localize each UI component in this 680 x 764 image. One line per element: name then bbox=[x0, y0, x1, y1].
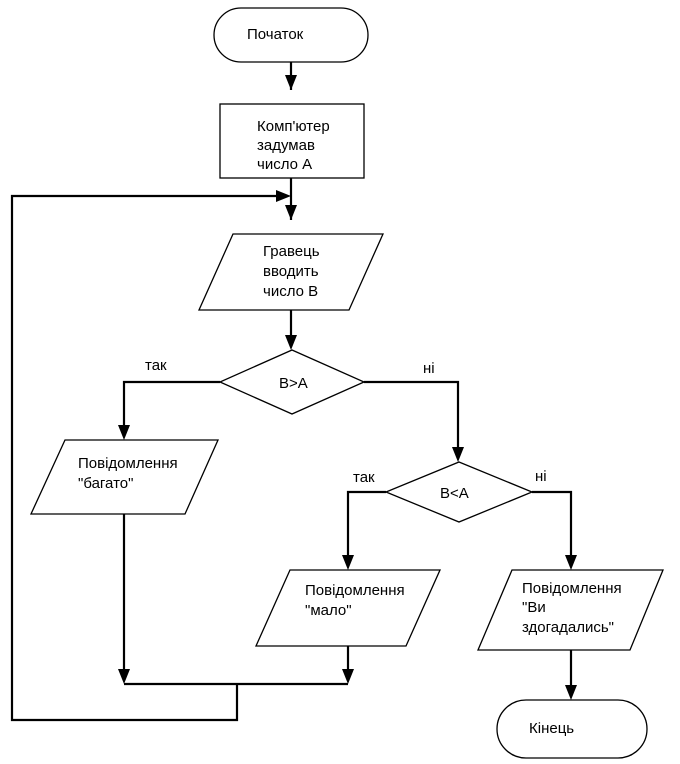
no-label-greater: ні bbox=[423, 360, 435, 377]
start-terminal: Початок bbox=[213, 7, 369, 63]
output-line: Повідомлення bbox=[78, 455, 178, 472]
arrow-head-icon bbox=[276, 190, 291, 202]
arrow-head-icon bbox=[118, 669, 130, 684]
end-label: Кінець bbox=[529, 720, 574, 737]
arrow-heads bbox=[118, 75, 577, 700]
output-guessed: Повідомлення "Ви здогадались" bbox=[477, 569, 664, 651]
decision-greater: В>А bbox=[218, 349, 366, 415]
arrow-head-icon bbox=[342, 669, 354, 684]
arrow-head-icon bbox=[285, 75, 297, 90]
output-too-small: Повідомлення "мало" bbox=[254, 569, 442, 647]
output-line: "багато" bbox=[78, 475, 133, 492]
arrow-head-icon bbox=[118, 425, 130, 440]
yes-label-greater: так bbox=[145, 357, 167, 374]
output-line: "мало" bbox=[305, 602, 352, 619]
input-line: Гравець bbox=[263, 243, 320, 260]
arrow-head-icon bbox=[565, 555, 577, 570]
output-line: Повідомлення bbox=[522, 580, 622, 597]
input-player-number: Гравець вводить число В bbox=[197, 233, 385, 311]
output-line: Повідомлення bbox=[305, 582, 405, 599]
arrow-head-icon bbox=[452, 447, 464, 462]
connector-lines bbox=[10, 62, 573, 722]
decision-less: В<А bbox=[384, 461, 534, 523]
arrow-head-icon bbox=[285, 205, 297, 220]
output-too-big: Повідомлення "багато" bbox=[29, 439, 220, 515]
process-line: задумав bbox=[257, 137, 315, 154]
arrow-head-icon bbox=[565, 685, 577, 700]
yes-label-less: так bbox=[353, 469, 375, 486]
arrow-head-icon bbox=[342, 555, 354, 570]
output-line: "Ви bbox=[522, 599, 546, 616]
input-line: вводить bbox=[263, 263, 319, 280]
input-line: число В bbox=[263, 283, 318, 300]
process-line: число А bbox=[257, 156, 312, 173]
decision-greater-label: В>А bbox=[279, 375, 308, 392]
output-line: здогадались" bbox=[522, 619, 614, 636]
no-label-less: ні bbox=[535, 468, 547, 485]
start-label: Початок bbox=[247, 26, 304, 43]
process-line: Комп'ютер bbox=[257, 118, 330, 135]
arrow-head-icon bbox=[285, 335, 297, 350]
end-terminal: Кінець bbox=[496, 699, 648, 759]
decision-less-label: В<А bbox=[440, 485, 469, 502]
process-computer-thought: Комп'ютер задумав число А bbox=[219, 103, 365, 179]
